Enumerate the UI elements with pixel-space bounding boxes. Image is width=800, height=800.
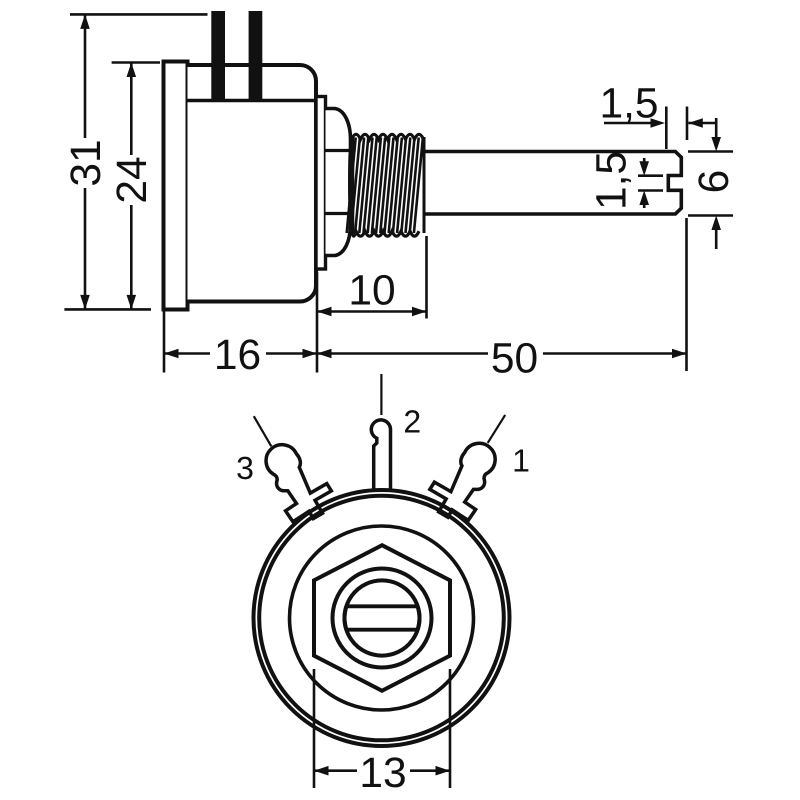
svg-text:3: 3 (236, 450, 254, 486)
svg-text:16: 16 (214, 332, 261, 379)
svg-text:2: 2 (403, 404, 421, 440)
svg-text:1,5: 1,5 (599, 81, 658, 128)
svg-text:24: 24 (109, 156, 156, 203)
svg-text:10: 10 (348, 268, 395, 315)
svg-text:1: 1 (512, 443, 530, 479)
svg-text:50: 50 (491, 336, 538, 383)
svg-text:6: 6 (691, 170, 738, 194)
svg-text:31: 31 (63, 139, 110, 186)
svg-text:1,5: 1,5 (589, 151, 636, 210)
svg-text:13: 13 (359, 750, 406, 797)
